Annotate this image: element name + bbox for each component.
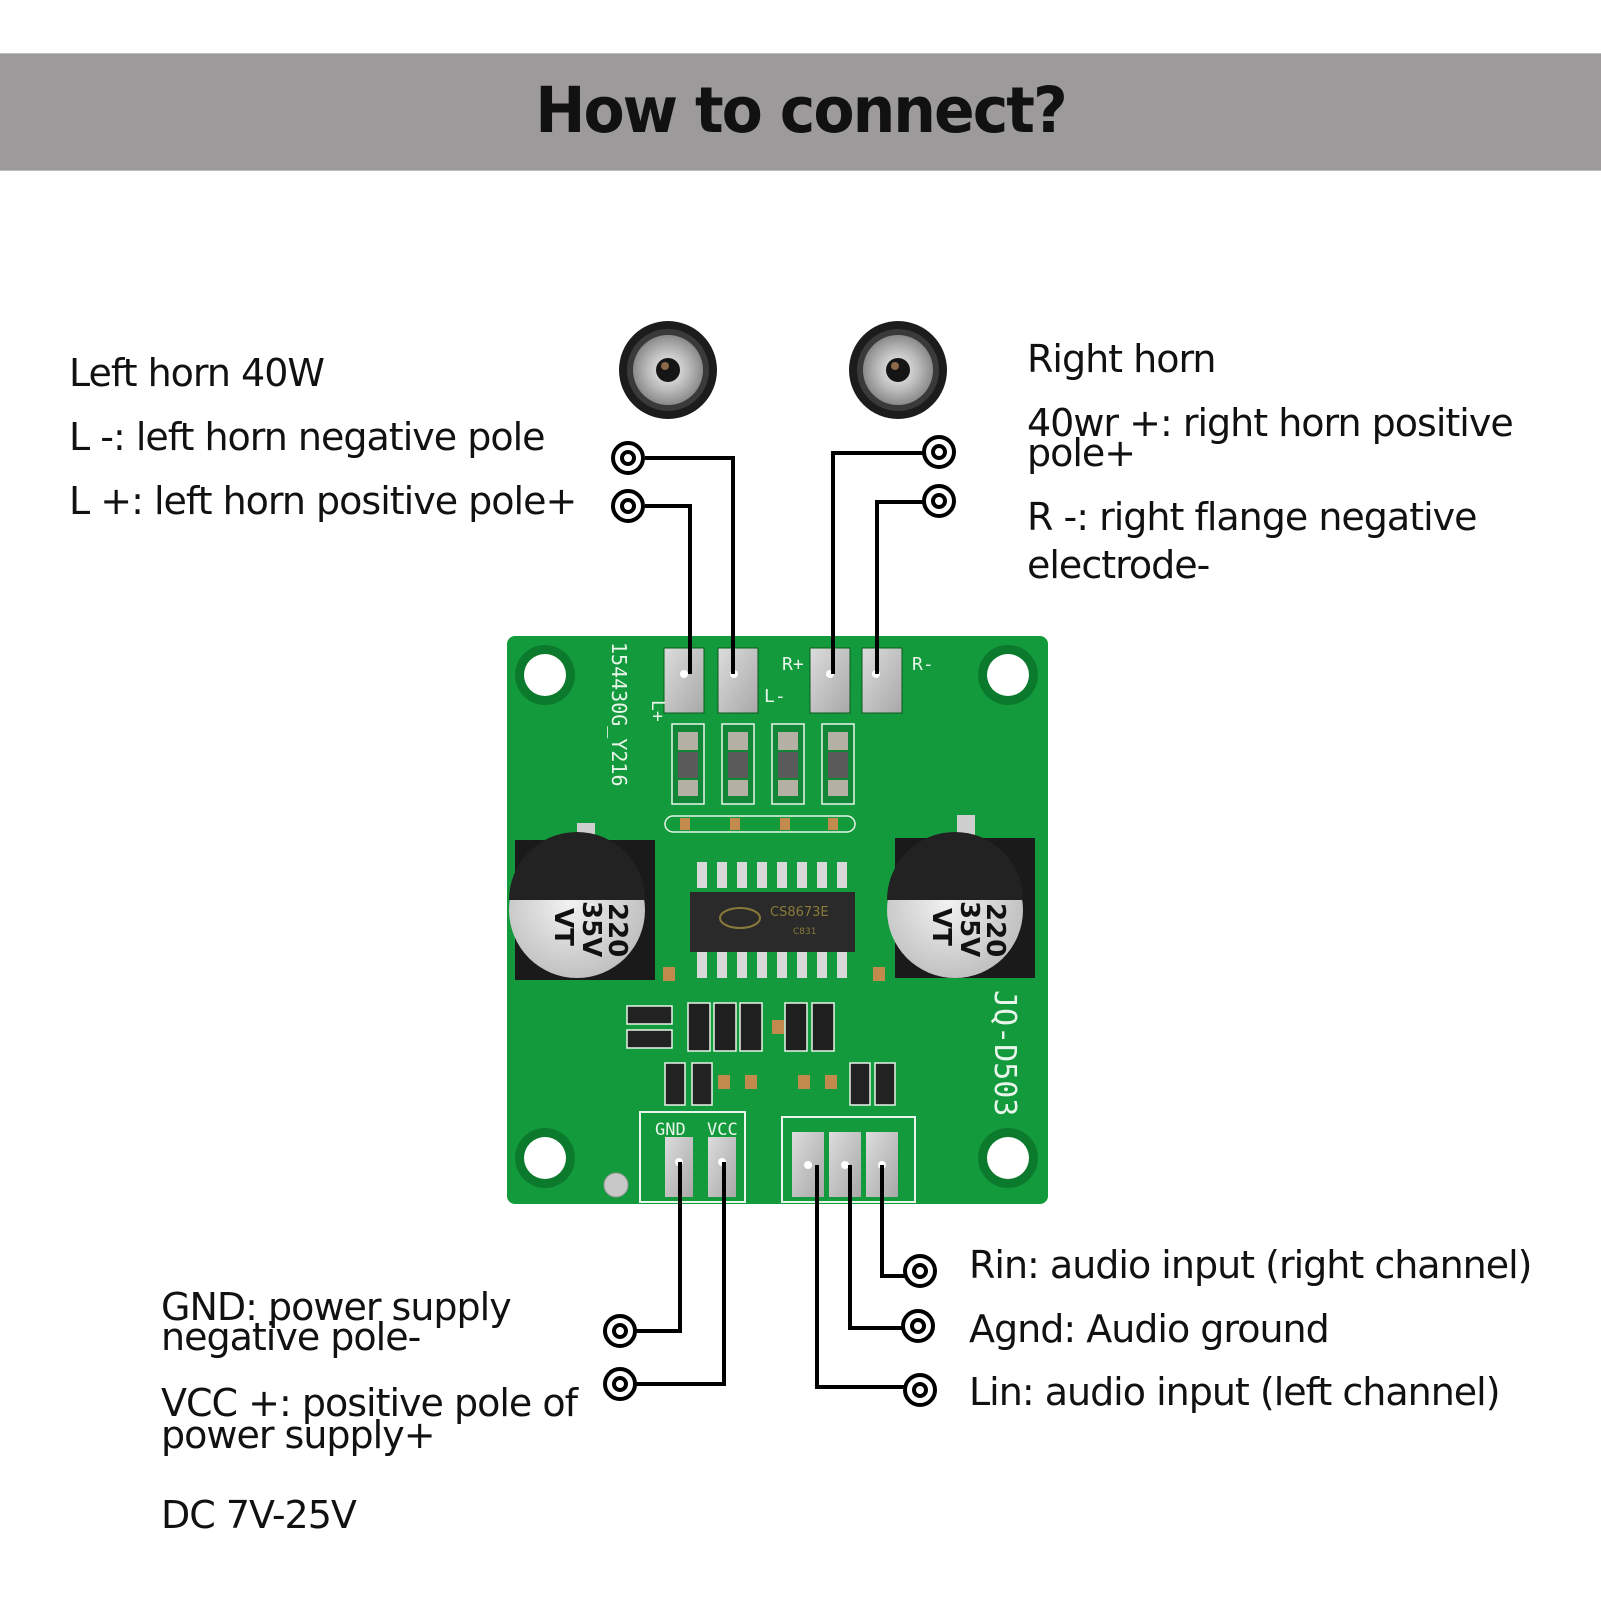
inductor-row	[671, 723, 855, 805]
label-vcc-1: VCC +: positive pole of	[161, 1381, 578, 1425]
label-r-minus-2: electrode-	[1027, 543, 1210, 587]
terminal-rin-icon	[903, 1254, 937, 1288]
label-l-minus: L -: left horn negative pole	[69, 415, 545, 459]
label-l-plus: L +: left horn positive pole+	[69, 479, 577, 523]
amplifier-ic: CS8673E C831	[690, 862, 855, 978]
pad-l-plus	[663, 647, 705, 714]
silk-l-plus: L+	[647, 700, 668, 722]
capacitor-left: 220 35V VT	[509, 823, 655, 980]
label-lin: Lin: audio input (left channel)	[969, 1370, 1501, 1414]
cap-left-value: 220	[602, 903, 632, 957]
terminal-icons	[603, 435, 956, 1407]
terminal-l-minus-icon	[611, 441, 645, 475]
silk-gnd: GND	[655, 1120, 686, 1140]
label-voltage: DC 7V-25V	[161, 1493, 357, 1537]
terminal-l-plus-icon	[611, 489, 645, 523]
label-vcc-2: power supply+	[161, 1413, 436, 1457]
label-r-plus-1: 40wr +: right horn positive	[1027, 401, 1514, 445]
cap-right-series: VT	[926, 908, 956, 946]
cap-right-voltage: 35V	[954, 901, 984, 957]
label-gnd-2: negative pole-	[161, 1315, 421, 1359]
wire-vcc	[634, 1162, 726, 1386]
mount-hole-top-left	[515, 645, 575, 705]
ic-date-code: C831	[793, 927, 816, 937]
board-id-silkscreen: 154430G_Y216	[607, 642, 631, 787]
label-r-plus-2: pole+	[1027, 431, 1136, 475]
mount-hole-top-right	[978, 645, 1038, 705]
wire-rin	[880, 1165, 910, 1278]
amplifier-pcb: L+ L- R+ R- 154430G_Y216 JQ-D503	[507, 636, 1048, 1204]
cap-right-value: 220	[980, 903, 1010, 957]
wire-r-plus	[831, 451, 925, 674]
silk-r-minus: R-	[912, 654, 934, 675]
pad-l-minus	[717, 647, 759, 714]
wire-l-minus	[645, 456, 735, 674]
smd-caps-lower	[663, 967, 885, 1089]
wires-speaker	[645, 451, 925, 674]
label-right-horn: Right horn	[1027, 337, 1217, 381]
title-banner: How to connect?	[0, 53, 1601, 171]
pad-r-minus	[861, 647, 903, 714]
smd-cap-row	[664, 815, 856, 833]
label-rin: Rin: audio input (right channel)	[969, 1243, 1533, 1287]
terminal-lin-icon	[903, 1373, 937, 1407]
terminal-gnd-icon	[603, 1314, 637, 1348]
board-model-silkscreen: JQ-D503	[987, 990, 1022, 1116]
terminal-r-minus-icon	[922, 484, 956, 518]
wire-gnd	[634, 1162, 682, 1333]
passive-components	[626, 1002, 896, 1106]
terminal-vcc-icon	[603, 1367, 637, 1401]
mount-hole-bottom-left	[515, 1128, 575, 1188]
ic-part-number: CS8673E	[770, 905, 829, 920]
wire-l-plus	[645, 504, 692, 674]
cap-left-series: VT	[548, 908, 578, 946]
label-gnd-1: GND: power supply	[161, 1285, 512, 1329]
label-agnd: Agnd: Audio ground	[969, 1307, 1330, 1351]
wire-lin	[815, 1165, 910, 1389]
silk-r-plus: R+	[782, 654, 804, 675]
wires-input	[634, 1162, 910, 1389]
silk-vcc: VCC	[707, 1120, 738, 1140]
wire-agnd	[848, 1165, 906, 1330]
cap-left-voltage: 35V	[576, 901, 606, 957]
silk-l-minus: L-	[764, 686, 786, 707]
label-left-horn: Left horn 40W	[69, 351, 325, 395]
test-point	[603, 1172, 629, 1198]
pad-r-plus	[809, 647, 851, 714]
terminal-r-plus-icon	[922, 435, 956, 469]
wire-r-minus	[875, 500, 925, 674]
page-title: How to connect?	[535, 74, 1068, 148]
capacitor-right: 220 35V VT	[887, 815, 1035, 978]
left-speaker-icon	[619, 321, 717, 419]
label-r-minus-1: R -: right flange negative	[1027, 495, 1478, 539]
right-speaker-icon	[849, 321, 947, 419]
mount-hole-bottom-right	[978, 1128, 1038, 1188]
terminal-agnd-icon	[901, 1309, 935, 1343]
